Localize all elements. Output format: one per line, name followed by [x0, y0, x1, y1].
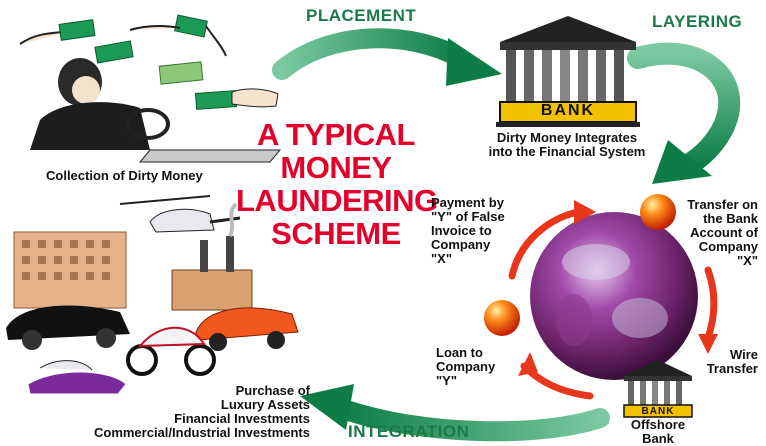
layering-arrow: [627, 42, 741, 184]
offshore-line: Bank: [642, 431, 674, 446]
bank-caption: Dirty Money Integrates into the Financia…: [462, 131, 672, 159]
company-x-marker: [640, 194, 676, 230]
luxury-assets-illustration: [6, 195, 299, 395]
payment-line: "Y" of False: [431, 209, 505, 224]
bank-caption-line: into the Financial System: [488, 144, 646, 159]
transfer-line: Account of: [690, 225, 758, 240]
stage-integration: INTEGRATION: [348, 422, 470, 441]
loan-line: Company: [436, 359, 496, 374]
bank-building-icon: [496, 16, 640, 127]
offshore-bank-sign: BANK: [641, 406, 675, 417]
title-line: MONEY: [280, 150, 392, 185]
purchase-label: Purchase of Luxury Assets Financial Inve…: [20, 384, 310, 440]
transfer-line: Company: [698, 239, 758, 254]
loan-line: Loan to: [436, 345, 483, 360]
wire-transfer-label: Wire Transfer: [690, 348, 758, 376]
transfer-line: the Bank: [703, 211, 758, 226]
diagram-title: A TYPICAL MONEY LAUNDERING SCHEME: [236, 117, 438, 251]
offshore-bank-label: Offshore Bank: [610, 418, 706, 446]
offshore-line: Offshore: [630, 417, 686, 432]
stage-layering: LAYERING: [652, 12, 743, 31]
title-line: SCHEME: [271, 216, 401, 251]
loan-label: Loan to Company "Y": [436, 346, 495, 388]
loan-line: "Y": [436, 373, 457, 388]
bank-caption-line: Dirty Money Integrates: [496, 130, 638, 145]
title-line: A TYPICAL: [257, 117, 415, 152]
placement-arrow: [272, 28, 502, 86]
payment-line: "X": [431, 251, 452, 266]
collection-label: Collection of Dirty Money: [46, 168, 203, 183]
company-y-marker: [484, 300, 520, 336]
wire-line: Wire: [729, 347, 758, 362]
offshore-bank-icon: [623, 360, 693, 418]
purchase-line: Financial Investments: [174, 411, 310, 426]
payment-line: Payment by: [431, 195, 504, 210]
wire-line: Transfer: [706, 361, 758, 376]
transfer-label: Transfer on the Bank Account of Company …: [660, 198, 758, 268]
transfer-line: "X": [737, 253, 758, 268]
payment-label: Payment by "Y" of False Invoice to Compa…: [431, 196, 505, 266]
payment-line: Company: [431, 237, 491, 252]
purchase-line: Purchase of: [235, 383, 310, 398]
cycle-arrowheads: [518, 200, 718, 376]
bank-sign: BANK: [540, 102, 596, 119]
title-line: LAUNDERING: [236, 183, 438, 218]
purchase-line: Luxury Assets: [220, 397, 310, 412]
integration-arrow: [300, 384, 610, 442]
collection-illustration: [19, 14, 282, 163]
stage-placement: PLACEMENT: [306, 6, 417, 25]
payment-line: Invoice to: [431, 223, 492, 238]
transfer-line: Transfer on: [687, 197, 758, 212]
purchase-line: Commercial/Industrial Investments: [93, 425, 310, 440]
globe-icon: [530, 212, 698, 380]
